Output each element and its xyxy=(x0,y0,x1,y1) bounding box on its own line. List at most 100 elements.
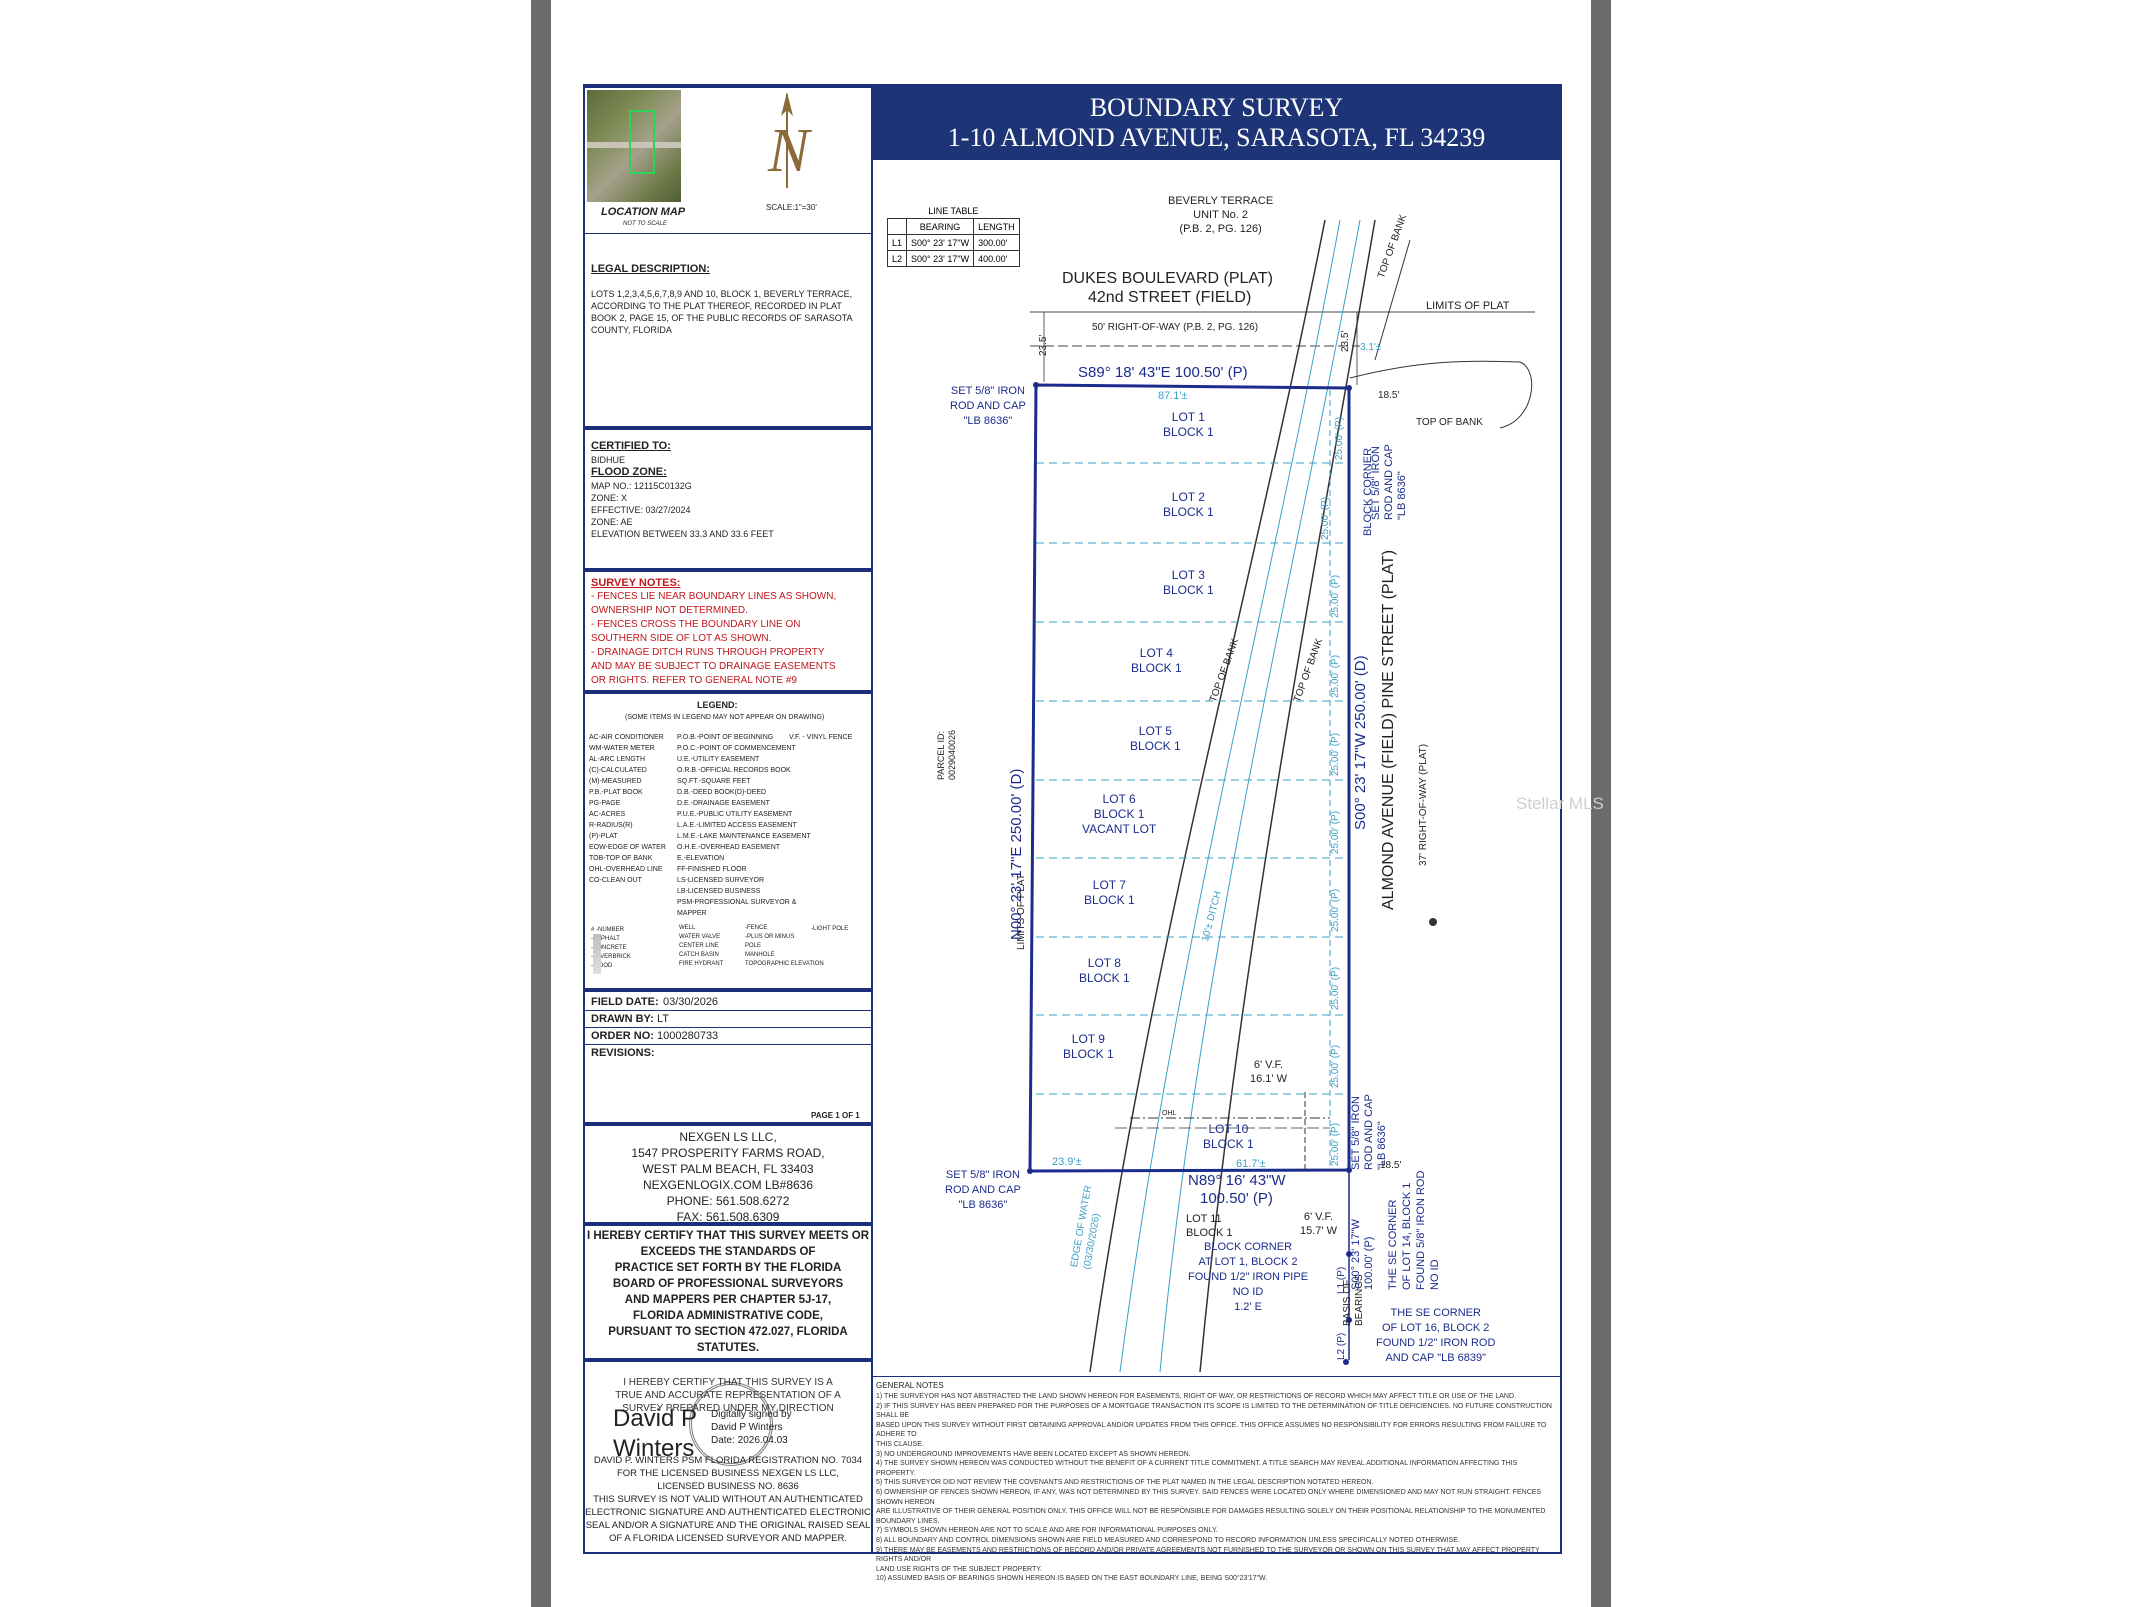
lot-name: LOT 4 xyxy=(1139,646,1173,660)
certified-heading: CERTIFIED TO: xyxy=(591,440,671,452)
lot-dim: 25.00' (P) xyxy=(1330,654,1341,698)
location-panel: LOCATION MAP NOT TO SCALE N SCALE:1"=30'… xyxy=(583,86,873,428)
legend-panel: LEGEND: (SOME ITEMS IN LEGEND MAY NOT AP… xyxy=(583,692,873,990)
lot-dim: 25.00' (P) xyxy=(1320,496,1331,540)
flood-text: MAP NO.: 12115C0132G ZONE: X EFFECTIVE: … xyxy=(591,481,774,539)
survey-notes-panel: SURVEY NOTES: - FENCES LIE NEAR BOUNDARY… xyxy=(583,570,873,692)
field-date-label: FIELD DATE: xyxy=(591,996,659,1008)
lot-dim: 25.00' (P) xyxy=(1330,966,1341,1010)
location-map-image xyxy=(587,90,681,202)
seal-stamp xyxy=(689,1382,773,1466)
lot-block: BLOCK 1 xyxy=(1163,505,1214,519)
dukes-label: DUKES BOULEVARD (PLAT) xyxy=(1062,270,1274,287)
general-notes-heading: GENERAL NOTES xyxy=(876,1381,944,1390)
parcel-id: PARCEL ID: 0029040026 xyxy=(936,729,957,780)
south-bearing: S00° 23' 17"W 100.00' (P) xyxy=(1350,1219,1375,1290)
dim-3-1: 3.1'± xyxy=(1360,342,1382,353)
legend-symbols3: -FENCE -PLUS OR MINUS POLE MANHOLE TOPOG… xyxy=(745,925,824,967)
north-arrow-icon xyxy=(781,92,793,188)
south-line-bearing: N89° 16' 43"W xyxy=(1188,1172,1286,1189)
north-arrow-letter: N xyxy=(768,117,810,185)
dim-18-5-top: 18.5' xyxy=(1378,390,1400,401)
legend-col2: P.O.B.-POINT OF BEGINNING P.O.C.-POINT O… xyxy=(677,734,811,917)
l1-label: L1 (P) xyxy=(1336,1266,1347,1294)
dim-18-5-bottom: 18.5' xyxy=(1380,1160,1402,1171)
legend-heading: LEGEND: xyxy=(697,700,738,710)
legend-symbols2: WELL WATER VALVE CENTER LINE CATCH BASIN… xyxy=(679,925,724,967)
lot-block: BLOCK 1 xyxy=(1163,583,1214,597)
general-notes-text: 1) THE SURVEYOR HAS NOT ABSTRACTED THE L… xyxy=(876,1393,1552,1583)
table-cell: L2 xyxy=(886,250,908,267)
title-banner: BOUNDARY SURVEY 1-10 ALMOND AVENUE, SARA… xyxy=(873,86,1560,160)
order-number: 1000280733 xyxy=(657,1030,719,1042)
north-line-bearing: S89° 18' 43"E 100.50' (P) xyxy=(1078,364,1248,381)
limits-plat-label: LIMITS OF PLAT xyxy=(1426,300,1510,312)
set-rod-sw: SET 5/8" IRON ROD AND CAP "LB 8636" xyxy=(945,1169,1021,1211)
street-row-label: 37' RIGHT-OF-WAY (PLAT) xyxy=(1418,743,1429,866)
lot-name: LOT 6 xyxy=(1102,792,1136,806)
legend-col3: V.F. - VINYL FENCE xyxy=(789,734,853,741)
company-panel: NEXGEN LS LLC, 1547 PROSPERITY FARMS ROA… xyxy=(583,1124,873,1224)
lot-block: BLOCK 1 xyxy=(1084,893,1135,907)
dim-23-5-left: 23.5' xyxy=(1038,334,1049,356)
notes-divider xyxy=(873,1376,1560,1377)
lot-dim: 25.00' (P) xyxy=(1330,574,1341,618)
lot-dim: 25.00' (P) xyxy=(1334,416,1345,460)
top-bank-line xyxy=(1374,239,1411,361)
field-divider-3 xyxy=(585,1044,871,1045)
lot-name: LOT 5 xyxy=(1138,724,1172,738)
top-bank-label: TOP OF BANK xyxy=(1416,417,1483,428)
found-marker xyxy=(1343,1359,1349,1365)
corner-marker xyxy=(1346,385,1352,391)
legal-text: LOTS 1,2,3,4,5,6,7,8,9 AND 10, BLOCK 1, … xyxy=(591,289,853,335)
table-cell: 400.00' xyxy=(973,250,1020,267)
legend-swatches xyxy=(593,934,601,974)
signature-name: David P Winters xyxy=(613,1405,698,1462)
limits-plat-vertical: LIMITS OF PLAT xyxy=(1016,874,1027,950)
certify-panel: I HEREBY CERTIFY THAT THIS SURVEY MEETS … xyxy=(583,1224,873,1360)
lot-name: LOT 8 xyxy=(1087,956,1121,970)
lot-name: LOT 2 xyxy=(1171,490,1205,504)
location-map-note: NOT TO SCALE xyxy=(623,221,667,227)
field-divider-2 xyxy=(585,1027,871,1028)
ohl-label: OHL xyxy=(1162,1110,1177,1117)
dim-61-7: 61.7'± xyxy=(1236,1158,1266,1170)
legend-symbols4: -LIGHT POLE xyxy=(811,926,849,932)
panel-divider xyxy=(585,233,871,234)
field-date: 03/30/2026 xyxy=(663,996,719,1008)
location-map-label: LOCATION MAP xyxy=(601,206,686,218)
dim-23-5-right: 23.5' xyxy=(1340,330,1351,352)
lot-11-label: LOT 11 BLOCK 1 xyxy=(1186,1213,1233,1239)
title-line-2: 1-10 ALMOND AVENUE, SARASOTA, FL 34239 xyxy=(947,123,1486,152)
block-corner-ne: BLOCK CORNER xyxy=(1362,447,1374,536)
lot-block: BLOCK 1 xyxy=(1130,739,1181,753)
lot-block: BLOCK 1 xyxy=(1131,661,1182,675)
fence-2-label: 6' V.F. 15.7' W xyxy=(1300,1211,1337,1237)
east-line-bearing: S00° 23' 17"W 250.00' (D) xyxy=(1352,655,1369,830)
lot-name: LOT 1 xyxy=(1171,410,1205,424)
lot-note: VACANT LOT xyxy=(1082,822,1157,836)
lot-name: LOT 9 xyxy=(1071,1032,1105,1046)
lot-block: BLOCK 1 xyxy=(1079,971,1130,985)
legend-symbols: # -NUMBER -ASPHALT -CONCRETE -PAVERBRICK… xyxy=(591,927,631,969)
lot-dim: 25.00' (P) xyxy=(1330,888,1341,932)
order-label: ORDER NO: xyxy=(591,1030,654,1042)
signature-panel: I HEREBY CERTIFY THAT THIS SURVEY IS A T… xyxy=(583,1360,873,1554)
found-marker xyxy=(1346,1251,1352,1257)
legend-col1: AC-AIR CONDITIONER WM-WATER METER AL-ARC… xyxy=(589,734,666,884)
table-cell: S00° 23' 17"W xyxy=(906,250,975,267)
set-rod-nw: SET 5/8" IRON ROD AND CAP "LB 8636" xyxy=(950,385,1026,427)
survey-notes-heading: SURVEY NOTES: xyxy=(591,577,681,589)
set-rod-se: SET 5/8" IRON ROD AND CAP "LB 8636" xyxy=(1350,1094,1388,1170)
lot-dim: 25.00' (P) xyxy=(1330,1044,1341,1088)
digital-signature: Digitally signed by David P Winters Date… xyxy=(711,1409,792,1446)
limits-plat-line xyxy=(1349,360,1533,429)
title-line-1: BOUNDARY SURVEY xyxy=(1089,93,1344,122)
pole-icon xyxy=(1429,918,1437,926)
